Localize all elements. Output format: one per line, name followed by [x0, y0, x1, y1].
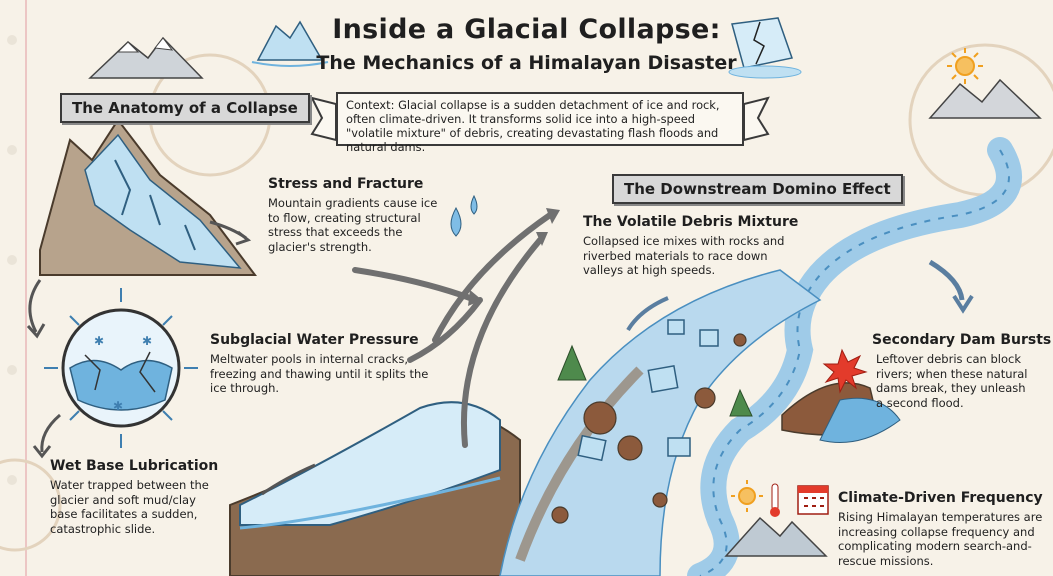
lubrication-body: Water trapped between the glacier and so… [50, 478, 209, 536]
binder-holes [7, 35, 17, 485]
debris-heading: The Volatile Debris Mixture [583, 214, 799, 230]
iceberg-icon [251, 20, 329, 67]
page-subtitle: The Mechanics of a Himalayan Disaster [316, 52, 737, 74]
climate-body: Rising Himalayan temperatures are increa… [838, 510, 1043, 568]
pine-tree-icon [557, 344, 753, 417]
ice-blocks [577, 319, 719, 462]
thermometer-icon [770, 483, 780, 517]
sun-icon [731, 480, 763, 512]
dam-burst-illustration [781, 382, 901, 443]
svg-text:✱: ✱ [142, 334, 152, 348]
lubrication-heading: Wet Base Lubrication [50, 458, 219, 474]
svg-text:✱: ✱ [94, 334, 104, 348]
water-pressure-circle: ✱ ✱ ✱ [61, 308, 181, 428]
arrow-icon [28, 279, 42, 333]
sliding-glacier-illustration [229, 401, 521, 576]
water-body: Meltwater pools in internal cracks, free… [210, 352, 429, 395]
debris-flow-arrows [352, 212, 553, 448]
svg-text:✱: ✱ [113, 399, 123, 413]
dams-heading: Secondary Dam Bursts [872, 332, 1052, 348]
arrow-heads [468, 208, 560, 306]
explosion-icon [822, 348, 868, 394]
water-heading: Subglacial Water Pressure [210, 332, 419, 348]
climate-heading: Climate-Driven Frequency [838, 490, 1043, 506]
ribbon-tail-left [310, 96, 337, 142]
debris-body: Collapsed ice mixes with rocks and river… [583, 234, 785, 277]
pressure-arrows [44, 288, 198, 448]
water-drop-icon [450, 194, 478, 237]
context-box: Context: Glacial collapse is a sudden de… [336, 92, 744, 154]
stress-heading: Stress and Fracture [268, 176, 424, 192]
mountain-icon [928, 78, 1042, 119]
mountain-icon [88, 36, 204, 79]
section-banner-anatomy: The Anatomy of a Collapse [60, 93, 310, 123]
arrow-icon [928, 259, 965, 301]
ribbon-tail-right [743, 96, 770, 142]
arrow-icon [261, 463, 316, 496]
glacier-mountain-illustration [39, 118, 257, 276]
arrow-icon [40, 413, 61, 453]
section-banner-downstream: The Downstream Domino Effect [612, 174, 903, 204]
dams-body: Leftover debris can block rivers; when t… [876, 352, 1028, 410]
mountain-icon [724, 516, 828, 557]
calendar-icon [797, 485, 829, 515]
boulders [551, 333, 747, 524]
arrow-icon [626, 296, 669, 332]
stress-body: Mountain gradients cause ice to flow, cr… [268, 196, 438, 254]
sun-icon [947, 48, 983, 84]
broken-ice-icon [728, 17, 802, 79]
page-title: Inside a Glacial Collapse: [332, 14, 721, 45]
